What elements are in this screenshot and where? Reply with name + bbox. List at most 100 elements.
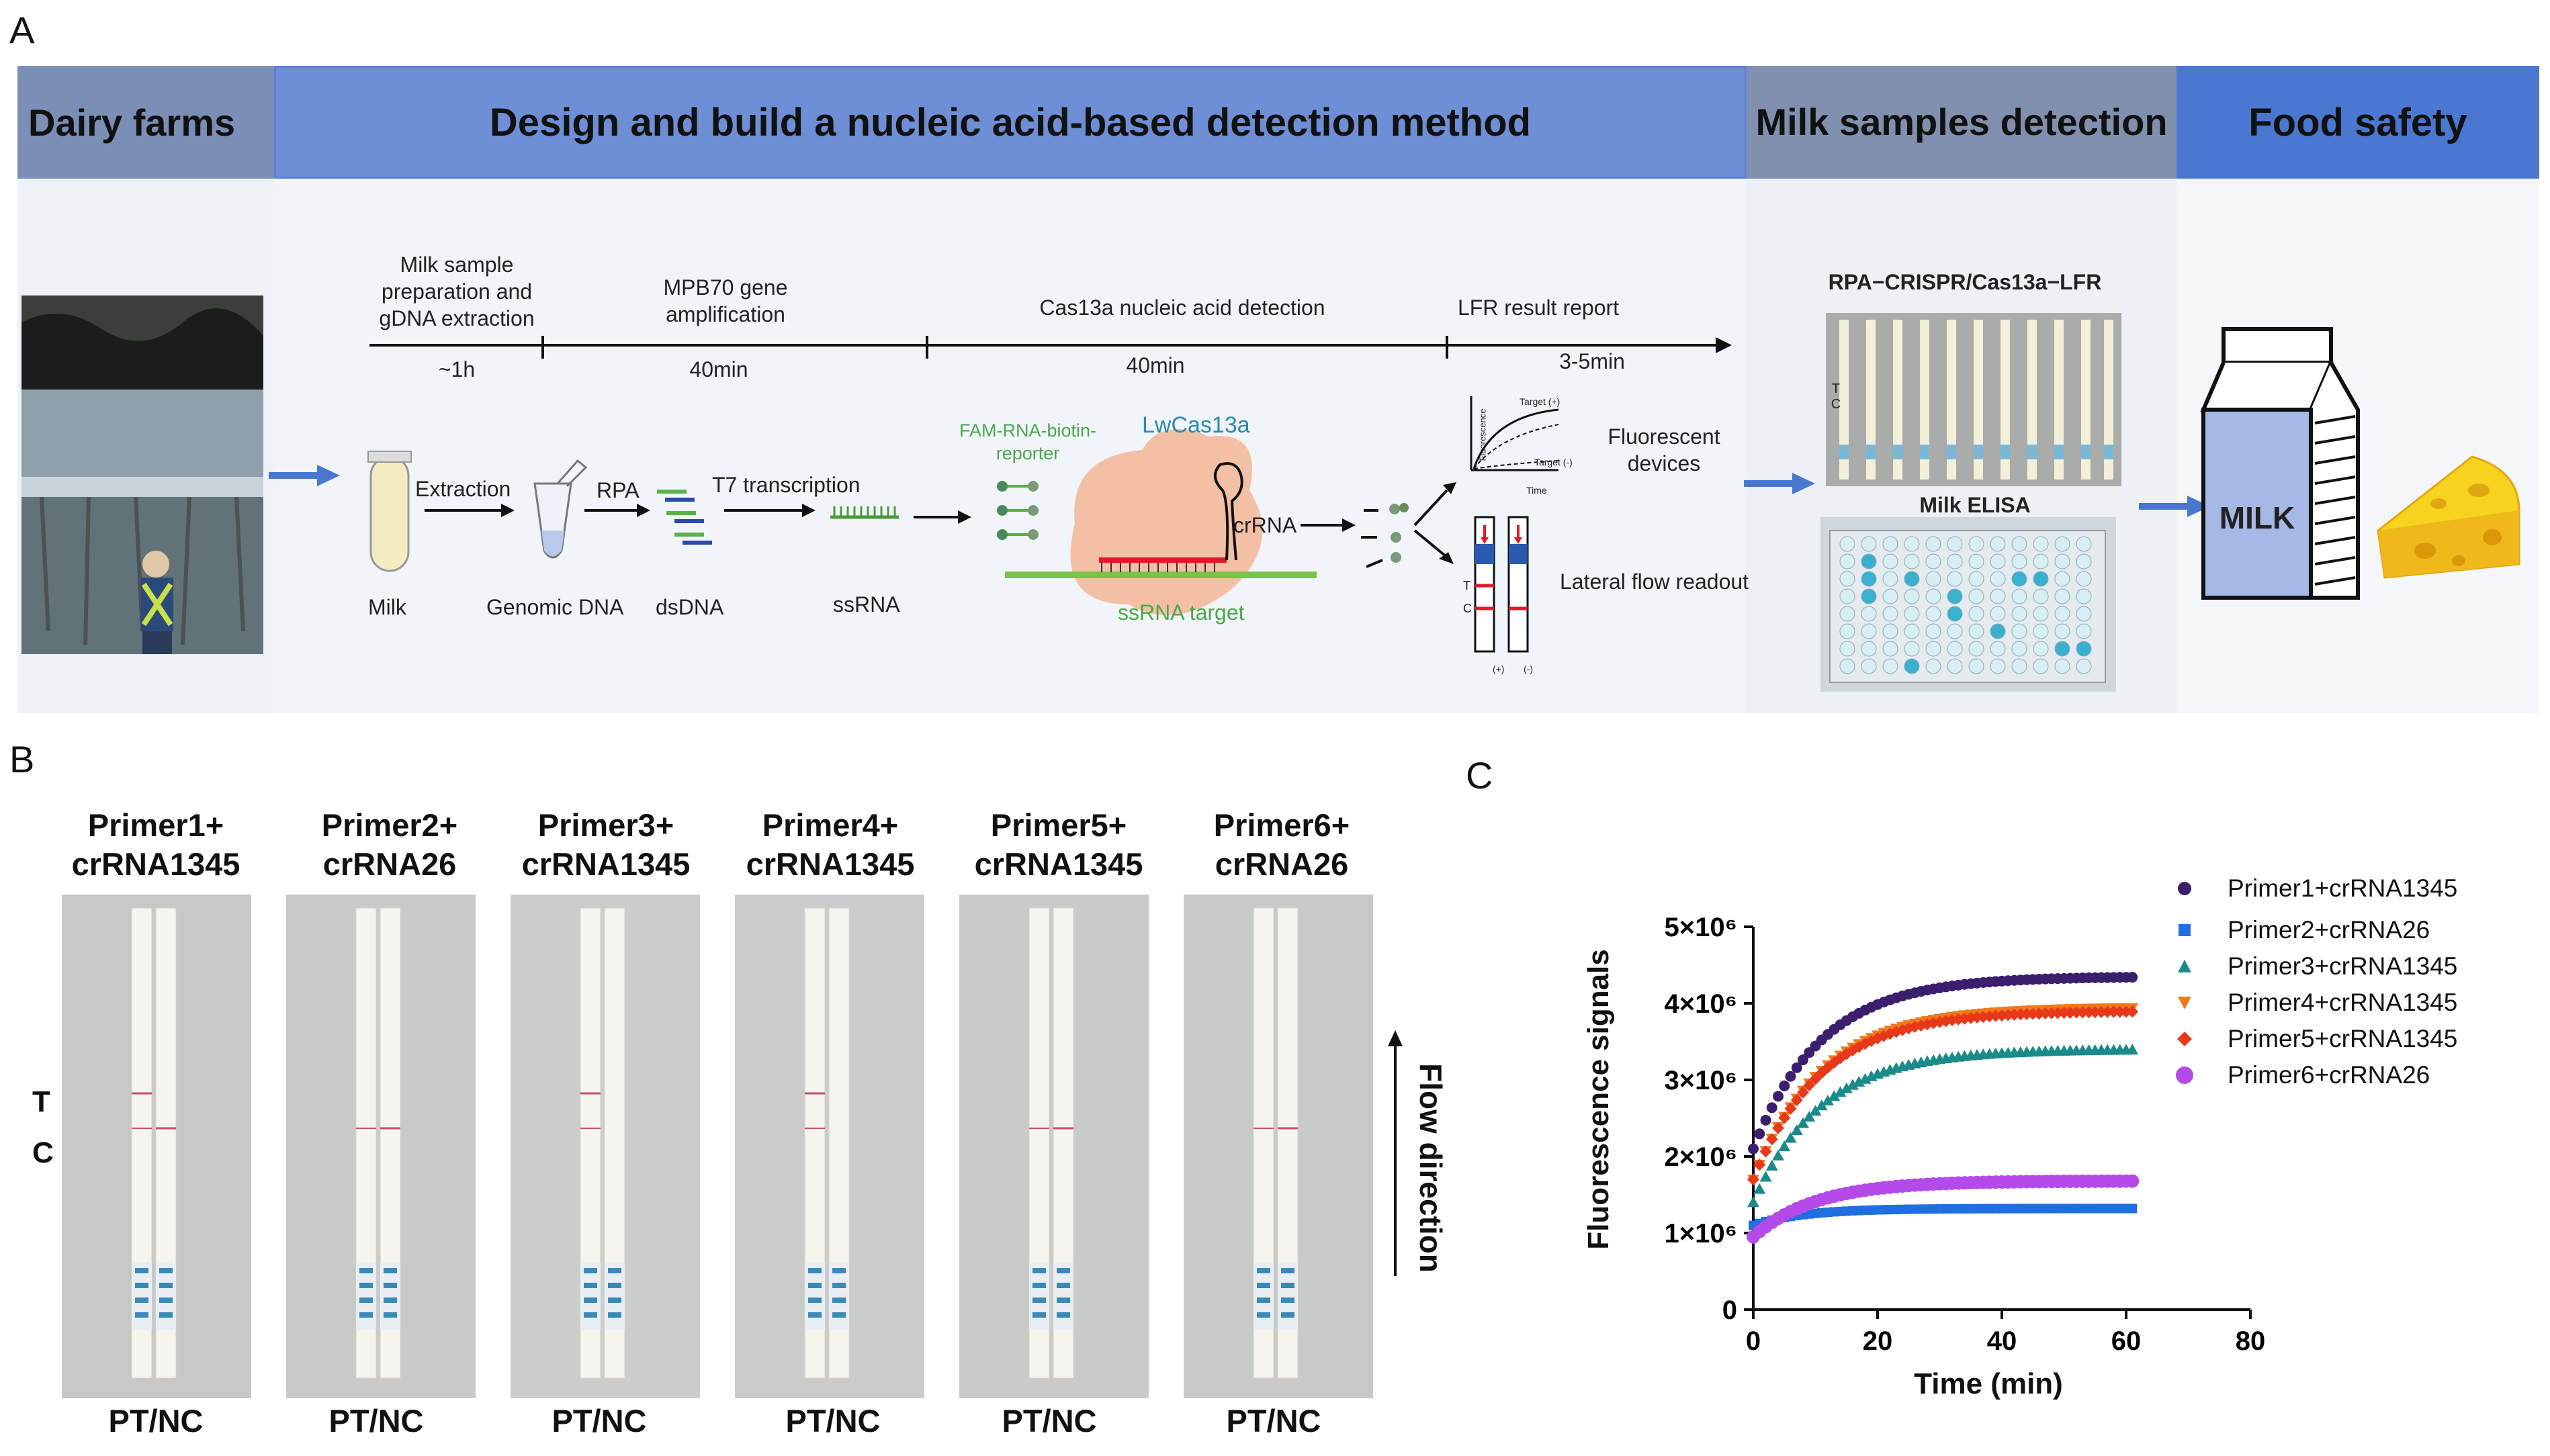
dairy-farm-photo bbox=[21, 295, 263, 654]
data-point bbox=[1971, 1011, 1983, 1023]
elisa-well bbox=[1861, 658, 1877, 674]
flow-direction-label: Flow direction bbox=[1413, 1063, 1448, 1273]
data-point bbox=[2127, 972, 2138, 983]
strip-blue-mark bbox=[159, 1312, 173, 1318]
strip-blue-mark bbox=[832, 1268, 846, 1273]
strip-blue-mark bbox=[584, 1268, 597, 1273]
x-tick-label: 60 bbox=[2111, 1326, 2142, 1356]
strip-photo-2 bbox=[286, 895, 476, 1398]
reporter-icon bbox=[997, 481, 1039, 540]
elisa-well bbox=[2011, 606, 2027, 622]
label-crrna: crRNA bbox=[1233, 513, 1297, 537]
mini-pos-label: Target (+) bbox=[1520, 396, 1560, 407]
data-point bbox=[1747, 1173, 1759, 1186]
cheese-icon bbox=[2377, 455, 2520, 579]
elisa-well bbox=[2011, 571, 2027, 587]
timeline-step-4: LFR result report bbox=[1457, 295, 1620, 320]
elisa-well bbox=[2011, 536, 2027, 552]
chart-x-axis-label: Time (min) bbox=[1914, 1367, 2063, 1400]
strip-label-area bbox=[356, 1263, 376, 1330]
data-point bbox=[1939, 1015, 1952, 1028]
series-5 bbox=[1747, 1005, 2139, 1186]
legend-marker-6 bbox=[2171, 1066, 2198, 1085]
strip-blue-mark bbox=[584, 1312, 597, 1318]
elisa-well bbox=[1990, 641, 2006, 657]
x-tick-label: 80 bbox=[2236, 1326, 2266, 1356]
arrow-to-detection bbox=[1744, 473, 1815, 494]
strip-blue-mark bbox=[1032, 1312, 1046, 1318]
data-point bbox=[1784, 1102, 1797, 1115]
elisa-well bbox=[1904, 606, 1920, 622]
panel-label-a: A bbox=[9, 9, 35, 51]
primer-label-4: Primer4+ crRNA1345 bbox=[746, 807, 915, 882]
strip-blue-mark bbox=[384, 1298, 397, 1303]
strip-blue-mark bbox=[1281, 1312, 1294, 1318]
elisa-well bbox=[1882, 536, 1898, 552]
legend-label-4: Primer4+crRNA1345 bbox=[2228, 989, 2458, 1016]
ssrna-icon bbox=[830, 506, 899, 519]
data-point bbox=[1778, 1111, 1791, 1124]
data-point bbox=[1797, 1117, 1809, 1128]
data-point bbox=[2113, 1005, 2126, 1018]
elisa-well bbox=[1839, 641, 1855, 657]
elisa-well bbox=[1925, 536, 1941, 552]
elisa-well bbox=[1925, 606, 1941, 622]
strip-blue-mark bbox=[584, 1283, 597, 1288]
primer-label-5: Primer5+ crRNA1345 bbox=[974, 807, 1143, 882]
strip-blue-mark bbox=[832, 1298, 846, 1303]
elisa-well bbox=[1882, 658, 1898, 674]
label-lateral-flow: Lateral flow readout bbox=[1560, 570, 1749, 594]
timeline-time-1: ~1h bbox=[438, 357, 476, 381]
data-point bbox=[1853, 1040, 1865, 1053]
strip-photo-6 bbox=[1184, 895, 1373, 1398]
elisa-well bbox=[1882, 571, 1898, 587]
data-point bbox=[1772, 1149, 1784, 1161]
elisa-well bbox=[1904, 536, 1920, 552]
elisa-well bbox=[1947, 553, 1963, 570]
strip-label-area bbox=[1029, 1263, 1049, 1330]
legend-item-2: Primer2+crRNA26 bbox=[2171, 916, 2430, 944]
primer-label-1: Primer1+ crRNA1345 bbox=[71, 807, 240, 882]
strip-blue-mark bbox=[832, 1283, 846, 1288]
label-lwcas13a: LwCas13a bbox=[1142, 412, 1250, 438]
data-point bbox=[1753, 1158, 1766, 1171]
data-point bbox=[1790, 1124, 1803, 1136]
elisa-well bbox=[1968, 553, 1984, 570]
design-section bbox=[274, 179, 1747, 713]
elisa-well bbox=[1925, 553, 1941, 570]
legend-label-3: Primer3+crRNA1345 bbox=[2228, 952, 2458, 980]
label-milk: Milk bbox=[368, 595, 406, 619]
label-rpa: RPA bbox=[597, 478, 640, 502]
strip-blue-mark bbox=[135, 1312, 148, 1318]
elisa-well bbox=[1882, 588, 1898, 604]
elisa-well bbox=[2033, 571, 2049, 587]
data-point bbox=[1772, 1122, 1784, 1134]
data-point bbox=[2082, 1006, 2095, 1019]
elisa-well bbox=[1990, 623, 2006, 639]
strip-blue-mark bbox=[159, 1298, 173, 1303]
data-point bbox=[1747, 1196, 1759, 1208]
elisa-well bbox=[2033, 658, 2049, 674]
data-point bbox=[1809, 1073, 1822, 1085]
data-point bbox=[1847, 1079, 1859, 1090]
data-point bbox=[1779, 1080, 1790, 1091]
banner-food-safety: Food safety bbox=[2177, 66, 2539, 179]
data-point bbox=[1784, 1132, 1797, 1143]
data-point bbox=[1815, 1099, 1828, 1111]
elisa-well bbox=[1968, 536, 1984, 552]
elisa-well bbox=[1904, 553, 1920, 570]
elisa-well bbox=[2076, 641, 2092, 657]
strip-blue-mark bbox=[1032, 1298, 1046, 1303]
timeline-time-4: 3-5min bbox=[1559, 349, 1625, 373]
strip-label-area bbox=[156, 1263, 176, 1330]
elisa-well bbox=[2076, 571, 2092, 587]
eppendorf-tube-icon bbox=[533, 459, 588, 559]
data-point bbox=[1803, 1079, 1816, 1092]
elisa-well bbox=[2076, 623, 2092, 639]
elisa-well bbox=[1925, 641, 1941, 657]
data-point bbox=[1847, 1044, 1859, 1056]
strip-label-area bbox=[580, 1263, 601, 1330]
x-tick-label: 20 bbox=[1863, 1326, 1893, 1356]
data-point bbox=[1977, 1011, 1990, 1023]
data-point bbox=[1753, 1183, 1766, 1194]
